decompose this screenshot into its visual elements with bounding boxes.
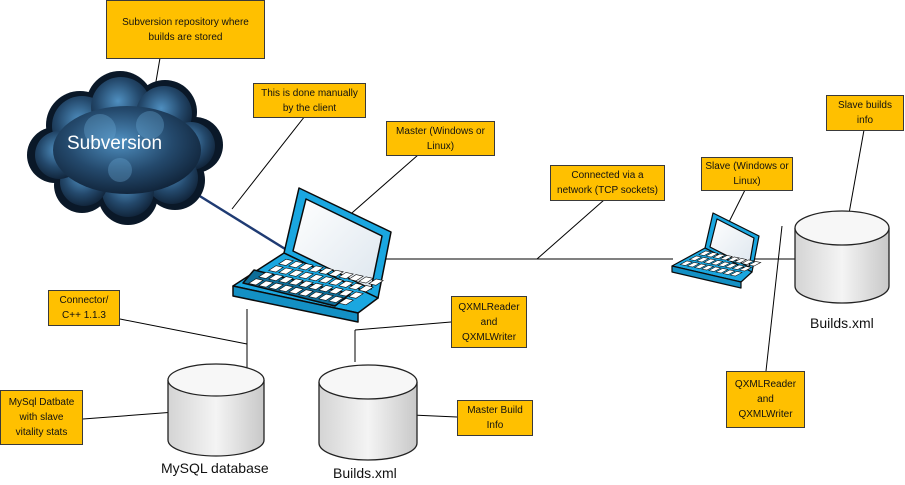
callout-mysql-stats: MySql Datbate with slave vitality stats (0, 390, 83, 445)
slave-keyboard (679, 250, 762, 277)
keyboard-key (298, 263, 314, 271)
keyboard-key (726, 256, 741, 262)
keyboard-key (288, 269, 304, 277)
keyboard-key (338, 289, 354, 297)
keyboard-key (707, 266, 722, 272)
keyboard-key (722, 269, 736, 275)
keyboard-key (278, 258, 294, 266)
keyboard-key (724, 263, 738, 269)
line-manual-callout (231, 115, 306, 210)
keyboard-key (288, 261, 304, 269)
master-laptop-icon (232, 187, 392, 323)
keyboard-key (308, 274, 324, 282)
keyboard-key (695, 257, 710, 263)
keyboard-key (278, 284, 294, 292)
keyboard-key (278, 276, 294, 284)
keyboard-key (308, 265, 324, 273)
keyboard-key (298, 289, 314, 297)
slave-builds-database-icon (794, 210, 890, 304)
keyboard-key (729, 271, 743, 277)
slave-builds-label: Builds.xml (810, 315, 874, 331)
master-keyboard (248, 258, 384, 306)
keyboard-key (328, 278, 344, 286)
callout-slave-builds-info: Slave builds info (826, 95, 904, 131)
keyboard-key (318, 285, 334, 293)
keyboard-key (318, 293, 334, 301)
keyboard-key (268, 274, 284, 282)
keyboard-key (688, 255, 703, 261)
keyboard-key (318, 267, 334, 275)
line-slave-qxml (765, 225, 783, 372)
line-subversion-to-master (189, 188, 291, 254)
keyboard-key (358, 276, 374, 284)
keyboard-key (712, 253, 726, 259)
keyboard-key (258, 271, 274, 279)
keyboard-key (318, 276, 334, 284)
master-builds-label: Builds.xml (333, 465, 397, 481)
callout-master-build-info: Master Build Info (457, 400, 533, 436)
keyboard-key (719, 255, 734, 261)
keyboard-key (358, 285, 374, 293)
keyboard-key (368, 278, 384, 286)
keyboard-key (348, 282, 364, 290)
line-network-callout (536, 199, 605, 260)
keyboard-key (328, 295, 344, 303)
line-slave-callout (726, 189, 746, 227)
keyboard-key (298, 280, 314, 288)
keyboard-key (338, 280, 354, 288)
keyboard-key (308, 291, 324, 299)
keyboard-key (338, 298, 354, 306)
keyboard-key (738, 266, 753, 272)
keyboard-key (715, 268, 729, 274)
callout-manual: This is done manually by the client (253, 83, 366, 118)
callout-qxml-master: QXMLReader and QXMLWriter (451, 296, 527, 348)
keyboard-key (705, 252, 719, 258)
keyboard-key (298, 271, 314, 279)
keyboard-key (268, 265, 284, 273)
keyboard-key (693, 263, 708, 269)
keyboard-key (740, 259, 755, 265)
line-qxml-callout (354, 321, 452, 331)
keyboard-key (348, 274, 364, 282)
keyboard-key (278, 267, 294, 275)
keyboard-key (747, 261, 762, 267)
callout-qxml-slave: QXMLReader and QXMLWriter (726, 371, 805, 428)
keyboard-key (686, 262, 701, 268)
keyboard-key (328, 269, 344, 277)
keyboard-key (731, 264, 746, 270)
keyboard-key (248, 278, 264, 286)
callout-slave: Slave (Windows or Linux) (701, 157, 793, 191)
keyboard-key (700, 265, 715, 271)
subversion-cloud-icon (27, 71, 223, 225)
keyboard-key (717, 261, 731, 267)
keyboard-key (698, 250, 712, 256)
keyboard-key (733, 258, 748, 264)
keyboard-key (703, 258, 717, 264)
keyboard-key (288, 287, 304, 295)
keyboard-key (328, 287, 344, 295)
keyboard-key (268, 282, 284, 290)
master-builds-database-icon (318, 364, 418, 461)
mysql-database-label: MySQL database (161, 460, 269, 476)
keyboard-key (308, 282, 324, 290)
slave-laptop-icon (671, 212, 760, 289)
callout-master: Master (Windows or Linux) (386, 121, 495, 156)
callout-repository: Subversion repository where builds are s… (106, 0, 265, 59)
line-connector-callout (119, 318, 248, 345)
keyboard-key (338, 272, 354, 280)
subversion-label: Subversion (67, 133, 163, 154)
callout-connector: Connector/ C++ 1.1.3 (48, 290, 120, 326)
keyboard-key (710, 260, 724, 266)
keyboard-key (348, 291, 364, 299)
keyboard-key (258, 280, 274, 288)
keyboard-key (679, 260, 694, 266)
callout-network: Connected via a network (TCP sockets) (550, 165, 665, 201)
mysql-database-icon (167, 363, 265, 457)
keyboard-key (288, 278, 304, 286)
